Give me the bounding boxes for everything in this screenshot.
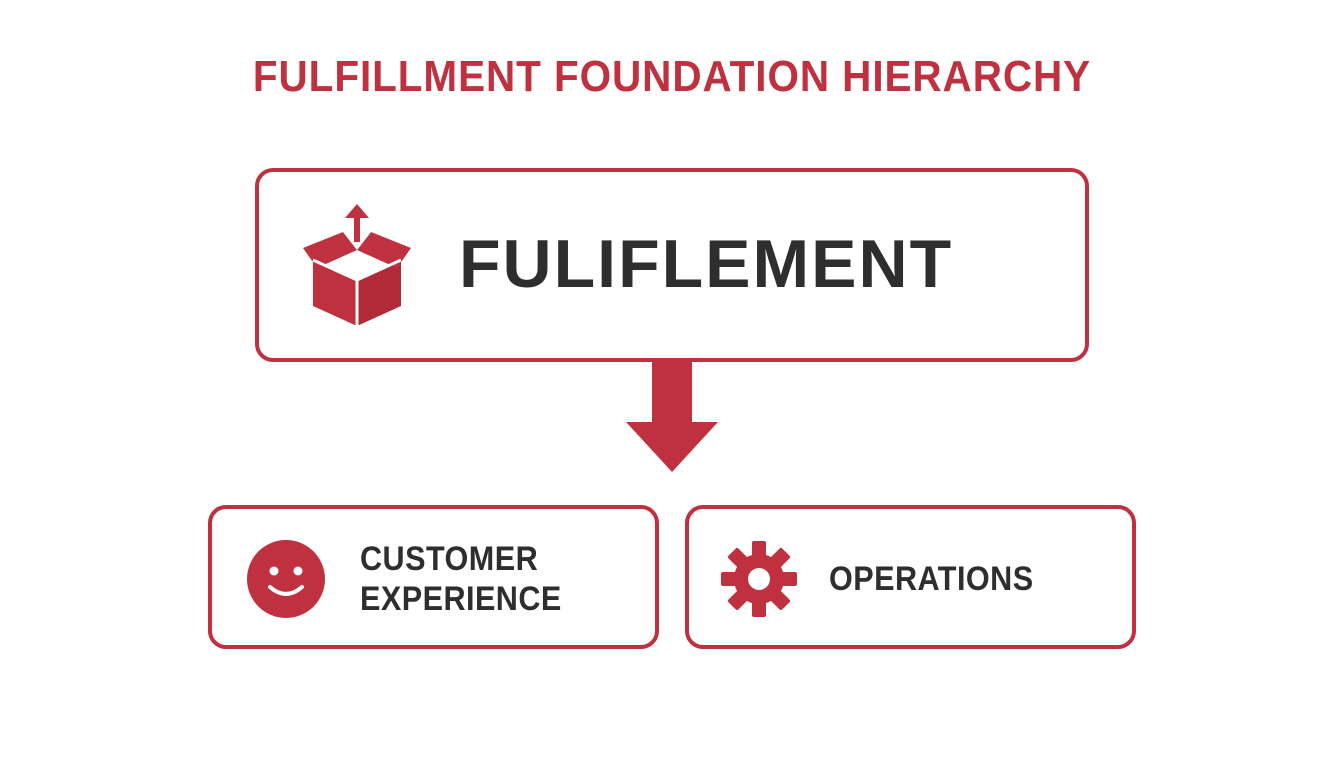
root-node: FULIFLEMENT [255,168,1089,362]
box-upload-icon [303,204,411,326]
child-node-label: CUSTOMER EXPERIENCE [360,539,562,619]
child-node-operations: OPERATIONS [685,505,1136,649]
root-node-label: FULIFLEMENT [459,226,954,302]
child-node-customer-experience: CUSTOMER EXPERIENCE [208,505,659,649]
child-node-label-line1: CUSTOMER [360,540,539,578]
gear-icon [721,541,797,617]
child-node-label: OPERATIONS [829,559,1034,599]
child-node-label-line2: EXPERIENCE [360,580,562,618]
arrow-down-icon [626,362,718,472]
smiley-icon [247,540,325,618]
child-node-label-line1: OPERATIONS [829,560,1034,598]
diagram-title: FULFILLMENT FOUNDATION HIERARCHY [252,52,1092,101]
